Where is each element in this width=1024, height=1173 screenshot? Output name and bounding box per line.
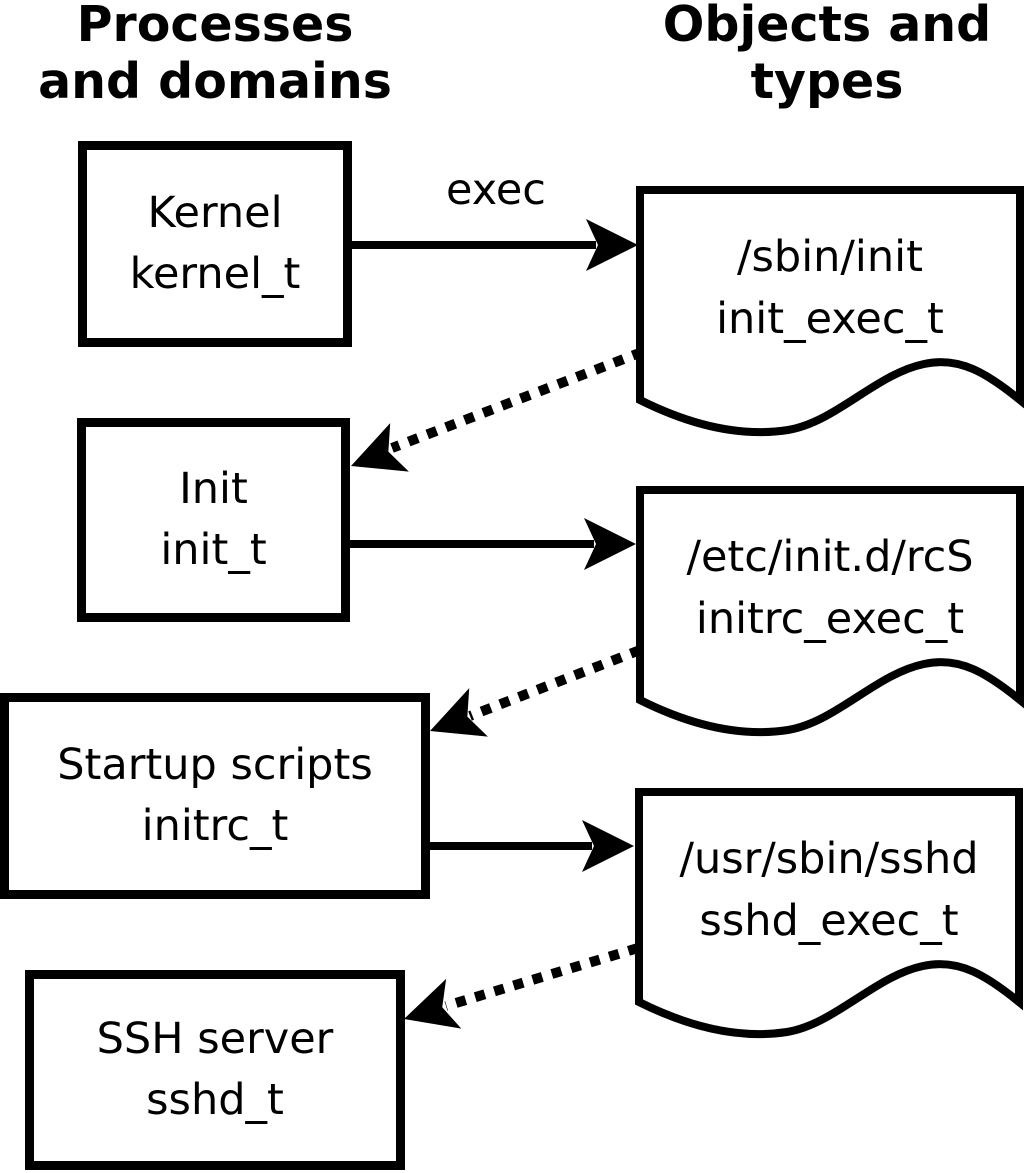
object-type: sshd_exec_t [699, 896, 959, 946]
header-line: Objects and [662, 0, 992, 53]
arrow-init-exec-to-init-t [351, 347, 644, 472]
object-text: /sbin/init init_exec_t [640, 226, 1020, 350]
object-doc-usr-sbin-sshd: /usr/sbin/sshd sshd_exec_t [635, 788, 1023, 1040]
process-name: Startup scripts [57, 740, 373, 790]
process-name: Init [179, 464, 248, 514]
arrow-startup-scripts-to-usr-sbin-sshd [430, 820, 634, 872]
process-box-ssh-server: SSH server sshd_t [25, 970, 405, 1170]
header-line: Processes [76, 0, 354, 53]
column-header-objects: Objects and types [642, 0, 1012, 110]
process-domain: initrc_t [141, 801, 289, 851]
process-box-init: Init init_t [77, 418, 350, 622]
arrow-sshd-exec-to-sshd-t [404, 943, 640, 1029]
arrow-initrc-exec-to-initrc-t [430, 645, 642, 737]
header-line: and domains [38, 53, 392, 110]
header-line: types [750, 53, 904, 110]
object-doc-etc-initd-rcs: /etc/init.d/rcS initrc_exec_t [636, 486, 1024, 738]
object-path: /sbin/init [737, 232, 923, 282]
object-type: init_exec_t [716, 294, 944, 344]
document-shape [636, 186, 1024, 437]
object-path: /usr/sbin/sshd [679, 834, 979, 884]
document-shape [635, 788, 1023, 1039]
object-text: /etc/init.d/rcS initrc_exec_t [640, 526, 1020, 650]
object-text: /usr/sbin/sshd sshd_exec_t [639, 828, 1019, 952]
object-type: initrc_exec_t [695, 594, 965, 644]
process-domain: kernel_t [129, 249, 301, 299]
arrow-init-to-etc-initd-rcs [349, 518, 636, 570]
column-header-processes: Processes and domains [30, 0, 400, 110]
document-shape [636, 486, 1024, 737]
object-doc-sbin-init: /sbin/init init_exec_t [636, 186, 1024, 438]
exec-arrow-label: exec [446, 165, 546, 215]
process-domain: init_t [160, 525, 267, 575]
process-box-startup-scripts: Startup scripts initrc_t [0, 693, 430, 899]
process-box-kernel: Kernel kernel_t [78, 141, 352, 347]
process-name: Kernel [147, 188, 283, 238]
arrow-kernel-to-sbin-init [352, 219, 638, 271]
process-name: SSH server [96, 1014, 334, 1064]
object-path: /etc/init.d/rcS [686, 532, 974, 582]
process-domain: sshd_t [146, 1075, 284, 1125]
